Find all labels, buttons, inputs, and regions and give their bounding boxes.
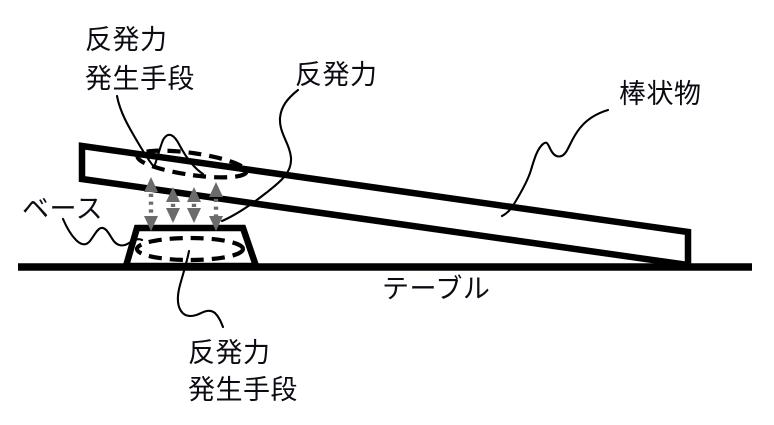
lower-generator-leader: [176, 249, 225, 329]
label-lower-generator-line1: 反発力: [188, 338, 271, 369]
force-arrow-4: [209, 182, 223, 231]
label-repulsion-force: 反発力: [295, 60, 378, 91]
label-upper-generator-line2: 発生手段: [85, 64, 195, 95]
label-rod: 棒状物: [619, 79, 702, 110]
upper-generator-ellipse: [135, 148, 249, 180]
label-lower-generator-line2: 発生手段: [188, 375, 298, 406]
lower-generator-ellipse: [134, 235, 246, 263]
label-upper-generator-line1: 反発力: [85, 25, 168, 56]
label-base: ベース: [22, 194, 103, 225]
rod-leader: [500, 108, 610, 218]
rod-body: [78, 142, 692, 269]
label-table: テーブル: [382, 274, 490, 305]
base-block: [121, 224, 261, 270]
force-arrow-3: [187, 187, 201, 223]
upper-generator-leader: [115, 94, 205, 176]
repulsion-force-leader: [220, 88, 300, 223]
force-arrow-1: [144, 177, 158, 231]
force-arrow-2: [166, 187, 180, 223]
base-leader: [61, 217, 144, 247]
